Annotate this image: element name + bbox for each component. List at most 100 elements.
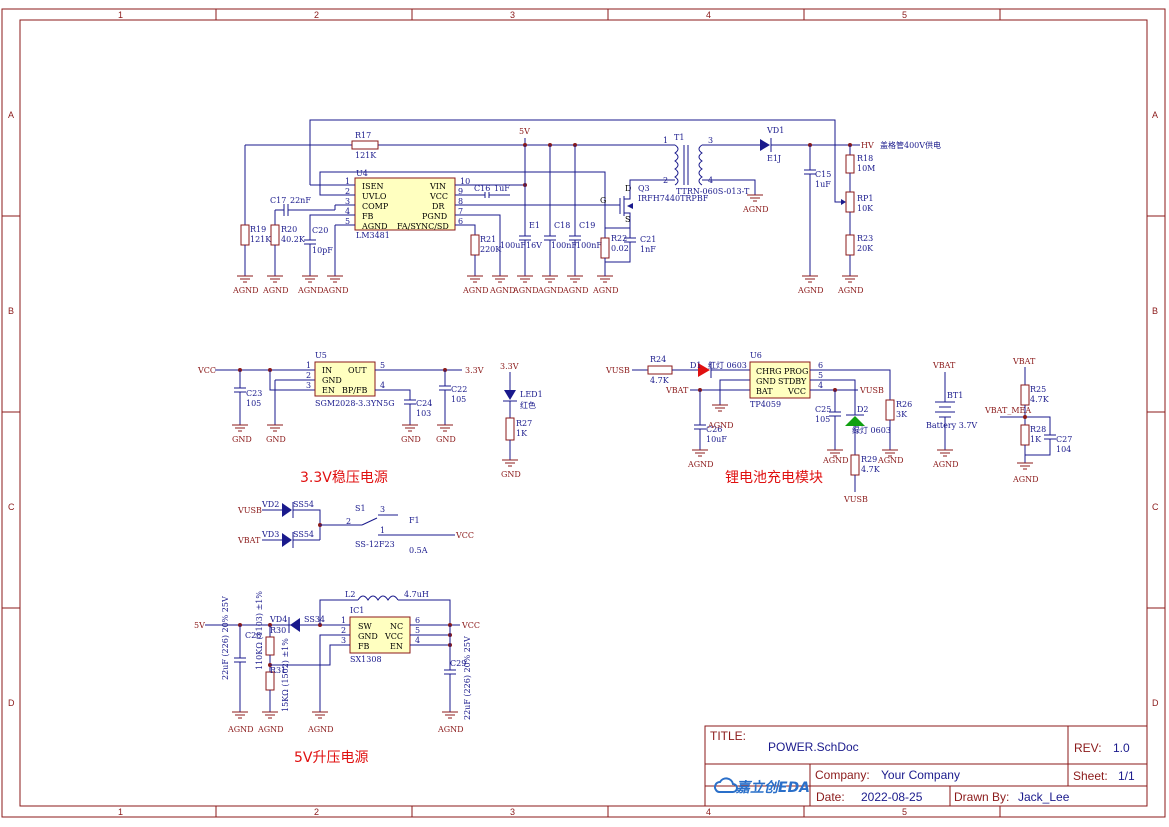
agnd-label-c15: AGND <box>797 286 824 295</box>
charger-vusb-label: VUSB <box>605 366 630 375</box>
c15-label: C15 <box>815 170 831 179</box>
c20-label: C20 <box>312 226 328 235</box>
c24-label: C24 <box>416 399 432 408</box>
gnd-label-led1: GND <box>501 470 521 479</box>
col-label-4-top: 4 <box>706 10 711 20</box>
r21-resistor <box>470 234 480 256</box>
r29-value: 4.7K <box>861 465 881 474</box>
svg-text:PROG: PROG <box>784 367 808 376</box>
r27-label: R27 <box>516 419 532 428</box>
net-5v-label: 5V <box>519 127 530 136</box>
svg-text:BP/FB: BP/FB <box>342 386 368 395</box>
r17-label: R17 <box>355 131 371 140</box>
c27-label: C27 <box>1056 435 1072 444</box>
r24-resistor <box>647 365 673 375</box>
c28-label: C28 <box>245 631 261 640</box>
l2-inductor <box>357 595 399 601</box>
r29-label: R29 <box>861 455 877 464</box>
u5-part: SGM2028-3.3YN5G <box>315 399 395 408</box>
led1-net-label: 3.3V <box>500 362 519 371</box>
vd2-part: SS54 <box>293 500 314 509</box>
vd4-label: VD4 <box>269 615 287 624</box>
svg-text:9: 9 <box>458 187 463 196</box>
boost-grounds <box>232 711 458 719</box>
vd2-diode <box>282 503 292 517</box>
vd2-label: VD2 <box>261 500 279 509</box>
agnd-label-r31: AGND <box>257 725 284 734</box>
row-label-d-right: D <box>1152 698 1159 708</box>
switch-vbat-label: VBAT <box>237 536 261 545</box>
svg-text:BAT: BAT <box>756 387 773 396</box>
col-label-3-top: 3 <box>510 10 515 20</box>
u4-ic <box>354 177 456 231</box>
bt1-vbat-label: VBAT <box>932 361 956 370</box>
r25-label: R25 <box>1030 385 1046 394</box>
boost-in-label: 5V <box>194 621 205 630</box>
c18-label: C18 <box>554 221 570 230</box>
drawn-by-value: Jack_Lee <box>1018 790 1070 804</box>
ldo-out-net-label: 3.3V <box>465 366 484 375</box>
agnd-label-r28: AGND <box>1012 475 1039 484</box>
rev-label: REV: <box>1074 741 1102 755</box>
c25-value: 105 <box>815 415 830 424</box>
boost-vcc-label: VCC <box>461 621 480 630</box>
lceda-logo: 嘉立创EDA <box>714 777 810 796</box>
bt1-value: Battery 3.7V <box>926 421 977 430</box>
r26-resistor <box>885 399 895 421</box>
svg-text:5: 5 <box>415 626 420 635</box>
c23-value: 105 <box>246 399 261 408</box>
section-title-boost: 5V升压电源 <box>294 750 368 766</box>
r19-label: R19 <box>250 225 266 234</box>
rp1-value: 10K <box>857 204 874 213</box>
boost-section: 5V C28 22uF (226) 20% 25V VD4 SS34 R30 1… <box>194 590 480 734</box>
svg-text:5: 5 <box>380 361 385 370</box>
gnd-label-u5: GND <box>266 435 286 444</box>
vbat-mea-label: VBAT_MEA <box>984 406 1031 415</box>
c29-label: C29 <box>450 659 466 668</box>
svg-text:7: 7 <box>458 207 463 216</box>
c19-value: 100nF <box>576 241 602 250</box>
u4-right-pins: VIN VCC DR PGND FA/SYNC/SD 10 9 8 7 6 <box>397 177 470 231</box>
r24-label: R24 <box>650 355 666 364</box>
date-value: 2022-08-25 <box>861 790 923 804</box>
d2-led <box>845 416 865 426</box>
charger-vusb-out-label: VUSB <box>859 386 884 395</box>
svg-text:OUT: OUT <box>348 366 367 375</box>
l2-value: 4.7uH <box>404 590 429 599</box>
svg-text:5: 5 <box>345 217 350 226</box>
svg-text:DR: DR <box>432 202 445 211</box>
q3-label: Q3 <box>638 184 650 193</box>
d1-note: 红灯 0603 <box>708 360 747 370</box>
r25-resistor <box>1020 384 1030 406</box>
u4-left-pins: ISEN UVLO COMP FB AGND 1 2 3 4 5 <box>345 177 389 231</box>
svg-text:1: 1 <box>345 177 350 186</box>
agnd-label-r19: AGND <box>232 286 259 295</box>
gnd-label-c22: GND <box>436 435 456 444</box>
d1-led <box>698 363 710 377</box>
r19-value: 121K <box>250 235 272 244</box>
r22-label: R22 <box>611 234 627 243</box>
cloud-icon <box>714 777 738 793</box>
agnd-label-r20: AGND <box>262 286 289 295</box>
title-label: TITLE: <box>710 729 746 743</box>
d2-note: 绿灯 0603 <box>852 425 891 435</box>
t1-pin-3: 3 <box>708 136 713 145</box>
col-label-1-top: 1 <box>118 10 123 20</box>
e1-value: 100uF16V <box>500 241 542 250</box>
vd3-diode <box>282 533 292 547</box>
svg-text:VIN: VIN <box>429 182 446 191</box>
led1-color: 红色 <box>520 400 536 410</box>
svg-text:PGND: PGND <box>422 212 447 221</box>
r17-value: 121K <box>355 151 377 160</box>
led1-label: LED1 <box>520 390 543 399</box>
svg-text:3: 3 <box>345 197 350 206</box>
u6-label: U6 <box>750 351 762 360</box>
vd4-part: SS34 <box>304 615 325 624</box>
svg-text:EN: EN <box>322 386 335 395</box>
svg-text:GND: GND <box>358 632 378 641</box>
c28-value: 22uF (226) 20% 25V <box>221 596 230 680</box>
svg-text:2: 2 <box>341 626 346 635</box>
q3-drain-label: D <box>625 184 631 193</box>
u5-label: U5 <box>315 351 327 360</box>
t1-transformer <box>674 144 703 186</box>
